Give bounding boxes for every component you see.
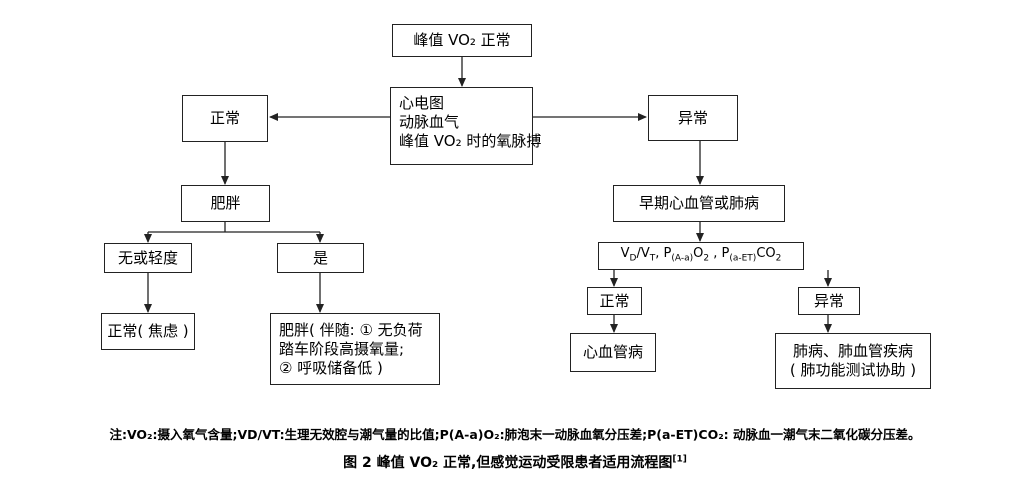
figure-caption: 图 2 峰值 VO₂ 正常,但感觉运动受限患者适用流程图[1] bbox=[0, 452, 1030, 472]
obesity-detail-line-3: ② 呼吸储备低 ) bbox=[279, 359, 383, 377]
node-cv-disease-label: 心血管病 bbox=[582, 343, 643, 361]
node-tests: 心电图 动脉血气 峰值 VO₂ 时的氧脉搏 bbox=[390, 87, 542, 165]
node-vd-vt-formula: VD/VT, P(A-a)O2 , P(a-ET)CO2 bbox=[598, 242, 804, 270]
test-arterial-blood-gas: 动脉血气 bbox=[399, 113, 460, 131]
node-obesity-detail: 肥胖( 伴随: ① 无负荷 踏车阶段高摄氧量; ② 呼吸储备低 ) bbox=[270, 313, 440, 385]
figure-note: 注:VO₂:摄入氧气含量;VD/VT:生理无效腔与潮气量的比值;P(A-a)O₂… bbox=[0, 424, 1030, 443]
node-lung-disease: 肺病、肺血管疾病 ( 肺功能测试协助 ) bbox=[775, 333, 931, 389]
lung-disease-line-1: 肺病、肺血管疾病 bbox=[792, 342, 913, 360]
node-abnormal-2-label: 异常 bbox=[813, 291, 844, 310]
figure-caption-text: 图 2 峰值 VO₂ 正常,但感觉运动受限患者适用流程图 bbox=[343, 455, 673, 471]
node-none-mild: 无或轻度 bbox=[104, 243, 192, 273]
test-oxygen-pulse: 峰值 VO₂ 时的氧脉搏 bbox=[399, 132, 542, 150]
node-early-cv-lung-label: 早期心血管或肺病 bbox=[638, 194, 759, 212]
node-abnormal-2: 异常 bbox=[798, 287, 860, 315]
node-normal: 正常 bbox=[182, 95, 268, 142]
test-ecg: 心电图 bbox=[399, 94, 445, 112]
node-none-mild-label: 无或轻度 bbox=[117, 248, 178, 267]
obesity-detail-line-1: 肥胖( 伴随: ① 无负荷 bbox=[279, 321, 423, 339]
node-obesity: 肥胖 bbox=[181, 185, 270, 222]
lung-disease-line-2: ( 肺功能测试协助 ) bbox=[789, 361, 917, 379]
node-abnormal: 异常 bbox=[648, 95, 738, 141]
node-abnormal-label: 异常 bbox=[677, 108, 708, 127]
node-normal-anxiety: 正常( 焦虑 ) bbox=[101, 313, 195, 350]
node-yes-label: 是 bbox=[312, 248, 328, 267]
node-yes: 是 bbox=[277, 243, 364, 273]
figure-note-text: 注:VO₂:摄入氧气含量;VD/VT:生理无效腔与潮气量的比值;P(A-a)O₂… bbox=[109, 427, 921, 442]
node-peak-vo2-normal-label: 峰值 VO₂ 正常 bbox=[413, 31, 511, 49]
node-normal-label: 正常 bbox=[209, 109, 240, 127]
node-obesity-label: 肥胖 bbox=[210, 194, 241, 212]
node-peak-vo2-normal: 峰值 VO₂ 正常 bbox=[392, 24, 532, 57]
obesity-detail-line-2: 踏车阶段高摄氧量; bbox=[279, 340, 405, 358]
node-cv-disease: 心血管病 bbox=[570, 333, 656, 372]
vd-vt-formula: VD/VT, P(A-a)O2 , P(a-ET)CO2 bbox=[620, 245, 782, 264]
node-early-cv-lung: 早期心血管或肺病 bbox=[613, 185, 785, 222]
node-normal-2-label: 正常 bbox=[599, 291, 630, 310]
node-normal-anxiety-label: 正常( 焦虑 ) bbox=[107, 322, 189, 340]
figure-caption-ref: [1] bbox=[672, 454, 687, 465]
node-normal-2: 正常 bbox=[587, 287, 642, 315]
